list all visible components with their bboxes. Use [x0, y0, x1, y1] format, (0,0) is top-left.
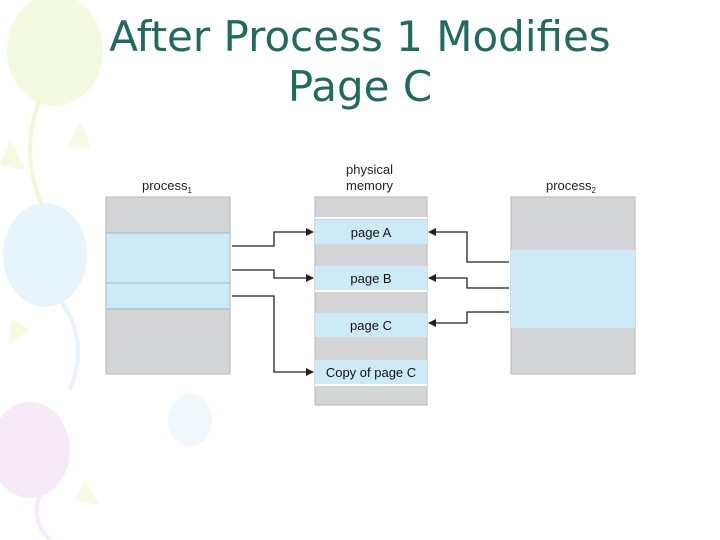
physical-memory-frames: [314, 196, 428, 406]
process2-frames: [510, 196, 636, 375]
p2-arrow-page-a: [428, 228, 509, 263]
p2-arrow-page-c: [428, 311, 509, 327]
page-a-label: page A: [351, 225, 392, 240]
process2-label: process2: [546, 178, 597, 195]
physical-memory-label-line2: memory: [346, 178, 393, 193]
title-line-1: After Process 1 Modifies: [109, 12, 611, 61]
slide-title: After Process 1 Modifies Page C: [60, 12, 660, 112]
physical-memory-label-line1: physical: [346, 162, 393, 177]
page-c-label: page C: [350, 318, 392, 333]
p1-arrow-page-a: [232, 228, 314, 247]
process1-arrows: [232, 228, 314, 376]
page-b-label: page B: [350, 271, 391, 286]
process1-label: process1: [142, 178, 193, 195]
p1-arrow-page-b: [232, 269, 314, 282]
p2-arrow-page-b: [428, 274, 509, 289]
copy-of-page-c-label: Copy of page C: [326, 365, 416, 380]
process1-frames: [105, 196, 231, 375]
process2-arrows: [428, 228, 509, 327]
p1-arrow-copy-c: [232, 295, 314, 376]
title-line-2: Page C: [287, 62, 433, 111]
